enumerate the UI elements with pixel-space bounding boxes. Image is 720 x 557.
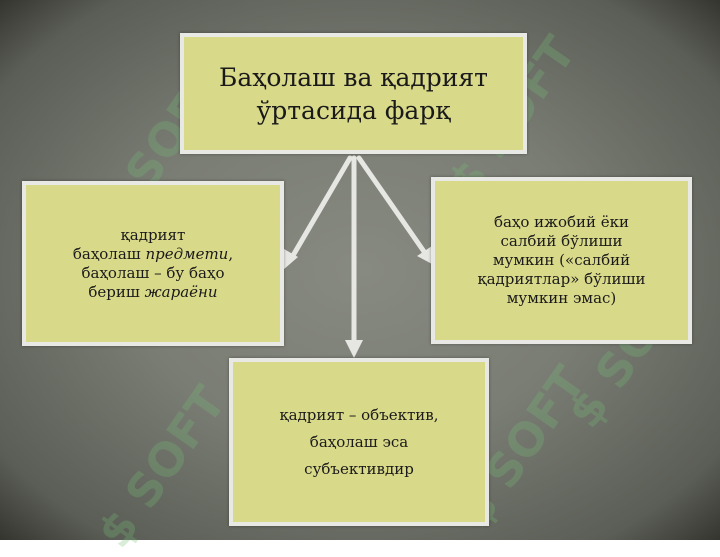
right-box: баҳо ижобий ёки салбий бўлиши мумкин («с…	[431, 177, 692, 344]
left-line-4-text: бериш	[88, 282, 145, 301]
bottom-line-2: баҳолаш эса	[309, 432, 409, 451]
title-line-1: Баҳолаш ва қадрият	[218, 62, 489, 92]
left-box: қадрият баҳолаш предмети, баҳолаш – бу б…	[22, 181, 284, 346]
right-line-4: қадриятлар» бўлиши	[477, 270, 646, 288]
arrow-left	[288, 155, 353, 262]
arrowhead-down	[345, 340, 363, 358]
left-line-4: бериш жараёни	[73, 283, 233, 302]
bottom-line-3: субъективдир	[304, 459, 414, 478]
right-line-5: мумкин эмас)	[506, 289, 617, 307]
right-line-1: баҳо ижобий ёки	[493, 213, 630, 231]
left-line-1: қадрият	[120, 225, 186, 244]
arrows-layer	[283, 155, 432, 358]
left-line-4-emphasis: жараёни	[144, 282, 218, 301]
right-line-3: мумкин («салбий	[492, 251, 631, 269]
right-line-2: салбий бўлиши	[500, 232, 623, 250]
left-line-2-tail: ,	[228, 244, 234, 263]
left-line-2: баҳолаш предмети,	[73, 245, 233, 264]
arrow-right	[356, 155, 428, 256]
arrowhead-right	[417, 246, 432, 264]
arrowhead-left	[283, 249, 298, 270]
title-line-2: ўртасида фарқ	[256, 95, 451, 125]
bottom-box: қадрият – объектив, баҳолаш эса субъекти…	[229, 358, 489, 526]
title-box: Баҳолаш ва қадрият ўртасида фарқ	[180, 33, 527, 154]
left-line-2-emphasis: предмети	[145, 244, 229, 263]
bottom-line-1: қадрият – объектив,	[279, 405, 439, 424]
left-line-3: баҳолаш – бу баҳо	[81, 263, 225, 282]
left-line-2-text: баҳолаш	[72, 244, 146, 263]
